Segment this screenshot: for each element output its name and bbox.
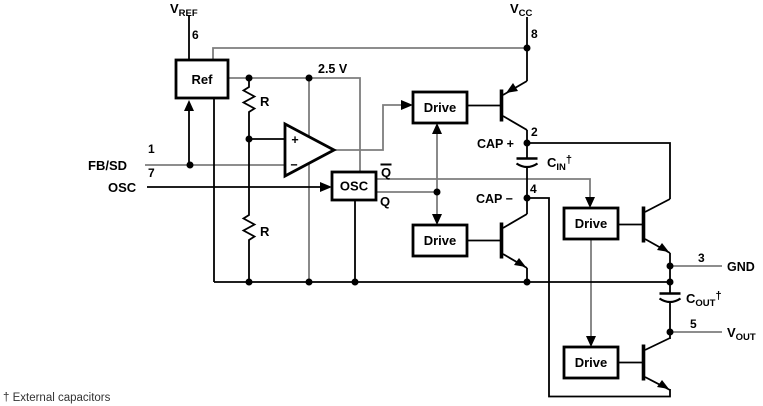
junction-dot	[305, 74, 313, 82]
drive-bottom-right-label: Drive	[575, 355, 608, 370]
vref-pin-number: 6	[192, 28, 199, 42]
npn-collector	[644, 337, 671, 351]
junction-dot	[245, 74, 253, 82]
npn-bottom-right	[618, 332, 671, 391]
comparator-to-drive-arrow	[401, 100, 413, 110]
vout-pin-label: VOUT	[727, 325, 756, 343]
ref-block-label: Ref	[192, 72, 214, 87]
npn-emitter-arrow	[514, 258, 526, 267]
qbar-wire	[376, 178, 591, 198]
vcc-node-dot	[523, 44, 531, 52]
osc-pin-label: OSC	[108, 180, 137, 195]
vout-pin-number: 5	[690, 317, 697, 331]
gnd-node-dot	[666, 262, 674, 270]
drive-block-mid-right	[562, 206, 620, 241]
osc-block-label: OSC	[340, 179, 369, 194]
qbar-down-arrow	[585, 197, 595, 208]
cout-label: COUT†	[686, 290, 722, 309]
npn-emitter-arrow	[657, 243, 669, 252]
cin-bottom-plate	[515, 162, 539, 169]
drive-bottom-left-label: Drive	[424, 233, 457, 248]
drive-mid-right-label: Drive	[575, 216, 608, 231]
drive-block-top	[411, 90, 469, 125]
npn-emitter-arrow	[657, 380, 669, 389]
vcc-pin-number: 8	[531, 27, 538, 41]
osc-pin-number: 7	[148, 166, 155, 180]
rail-dot	[351, 278, 359, 286]
comparator-plus-sign: +	[291, 133, 298, 147]
junction-dot	[245, 135, 253, 143]
vout-node-dot	[666, 328, 674, 336]
cap-minus-pin-number: 4	[530, 182, 537, 196]
npn-collector	[644, 198, 671, 213]
osc-block	[330, 170, 378, 202]
rail-dot	[305, 278, 313, 286]
shutdown-arrow	[184, 100, 194, 111]
cap-plus-pin-number: 2	[531, 125, 538, 139]
npn-collector	[502, 213, 528, 229]
cap-plus-pin-label: CAP +	[477, 137, 514, 151]
comparator-output-wire	[334, 104, 402, 151]
vcc-top-rail-wire	[212, 47, 527, 60]
cap-minus-pin-label: CAP −	[476, 192, 513, 206]
pnp-collector	[502, 115, 528, 131]
qbar-label: Q	[381, 165, 391, 180]
resistor-bottom-label: R	[260, 224, 270, 239]
rail-dot	[245, 278, 253, 286]
rail-dot	[666, 278, 674, 286]
npn-bottom-left	[467, 198, 528, 282]
cap-plus-node-dot	[523, 139, 531, 147]
cap-plus-net-wire	[527, 142, 671, 199]
arrowheads	[184, 100, 596, 347]
q-up-arrow	[432, 123, 442, 134]
cout-bottom-plate	[658, 297, 682, 304]
fbsd-pin-number: 1	[148, 142, 155, 156]
pnp-top	[467, 48, 528, 143]
vref-pin-label: VREF	[170, 1, 198, 19]
junction-dots	[186, 44, 674, 336]
rail-dot	[523, 278, 531, 286]
ref-2v5-wire	[228, 77, 361, 172]
black-wires	[147, 16, 671, 398]
resistor-top-label: R	[260, 94, 270, 109]
resistor-chain	[241, 78, 257, 282]
gnd-pin-number: 3	[698, 251, 705, 265]
gnd-pin-label: GND	[727, 260, 755, 274]
resistor-divider	[241, 78, 257, 282]
q-down-arrow	[432, 214, 442, 225]
comparator-symbol	[283, 121, 337, 179]
comparator-minus-sign: −	[290, 158, 297, 172]
cap-minus-net-wire	[527, 197, 671, 398]
osc-input-arrow	[320, 182, 332, 192]
junction-dot	[186, 161, 194, 169]
q-node-dot	[433, 188, 441, 196]
ref-block	[174, 58, 230, 100]
labels: VREF 6 VCC 8 FB/SD 1 OSC 7 CAP + 2 CAP −…	[3, 1, 756, 404]
fbsd-pin-label: FB/SD	[88, 158, 127, 173]
external-capacitors-footnote: † External capacitors	[3, 392, 111, 404]
drive-top-label: Drive	[424, 100, 457, 115]
pnp-emitter-arrow	[506, 83, 518, 93]
npn-mid-right	[618, 198, 671, 254]
cap-minus-node-dot	[523, 194, 531, 202]
drive-block-bottom-left	[411, 223, 469, 258]
reference-voltage-label: 2.5 V	[318, 62, 348, 76]
drive4-input-arrow	[586, 336, 596, 347]
cin-label: CIN†	[547, 154, 572, 173]
cout-capacitor	[658, 292, 682, 332]
gray-wires	[145, 47, 722, 337]
q-label: Q	[380, 194, 390, 209]
vcc-pin-label: VCC	[510, 1, 533, 19]
